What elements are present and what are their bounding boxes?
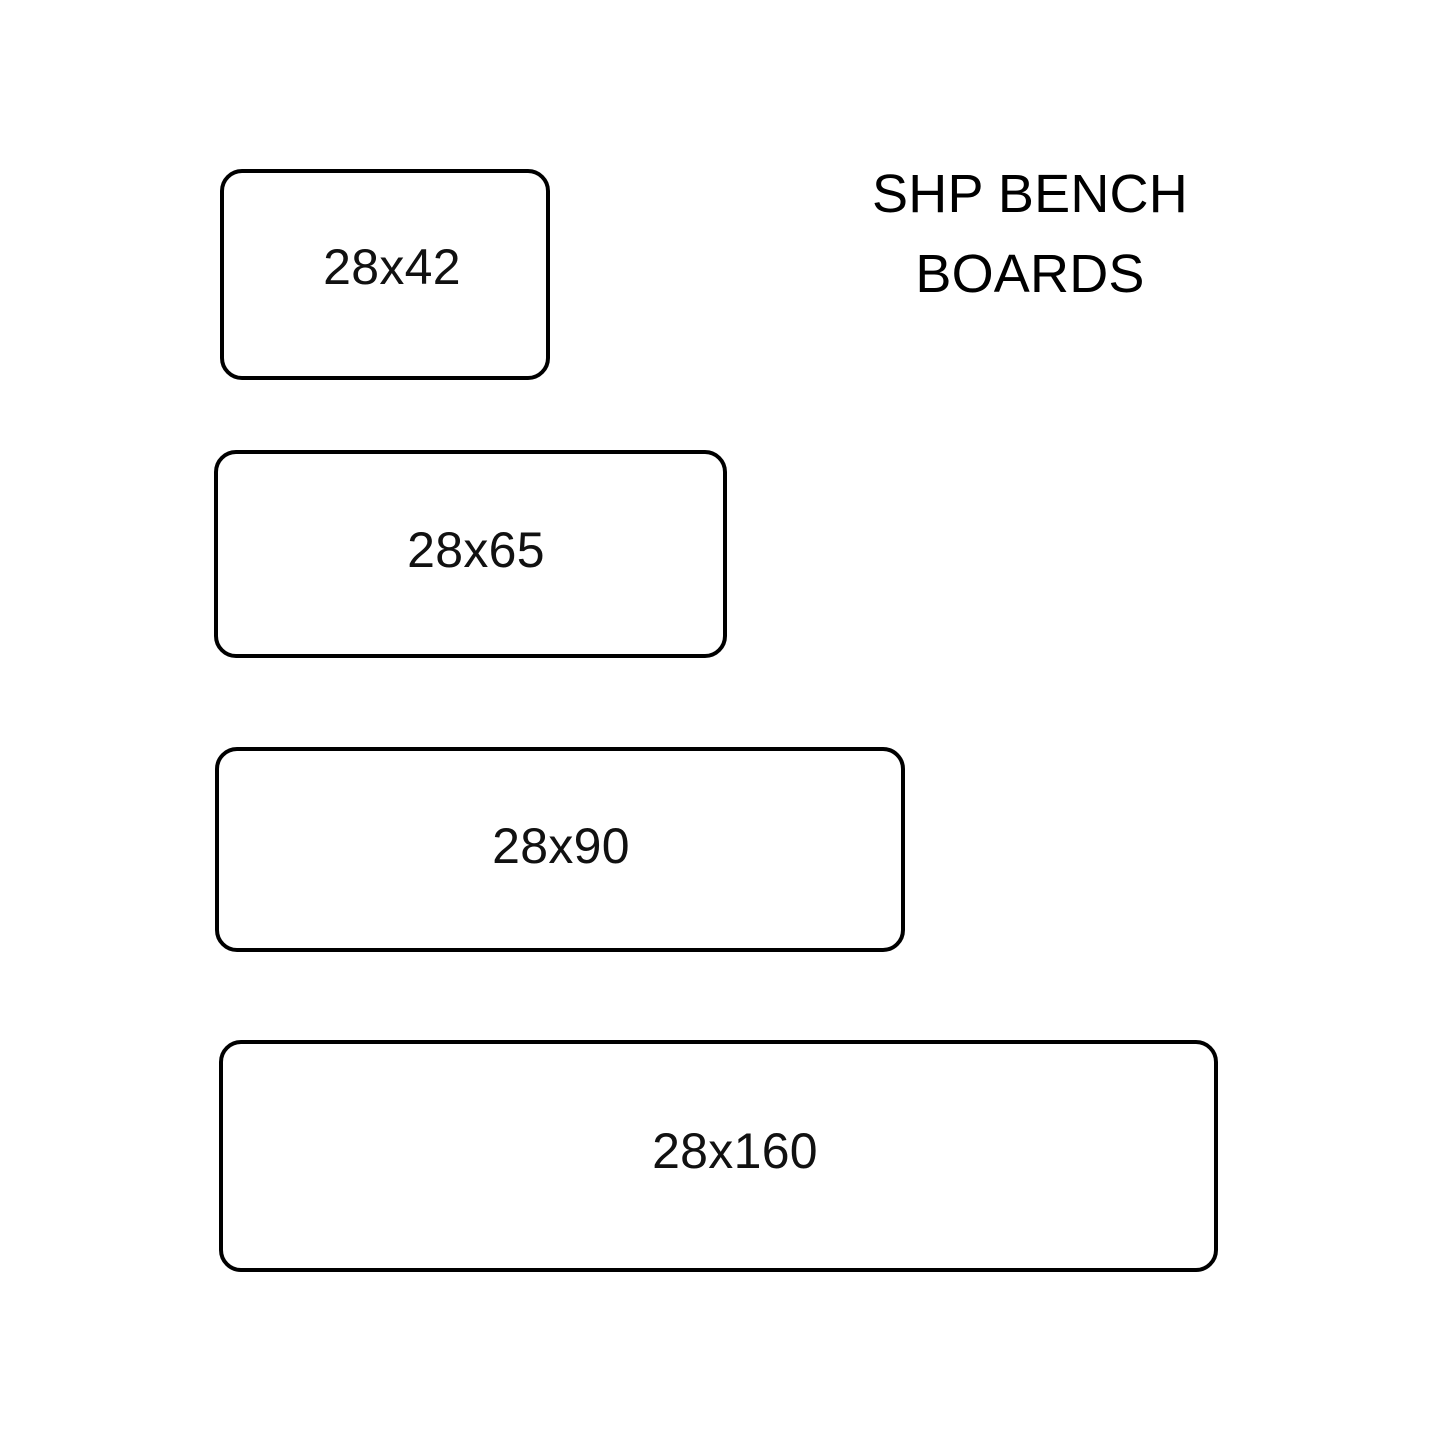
board-label-28x90: 28x90 xyxy=(492,818,630,874)
board-label-28x160: 28x160 xyxy=(652,1123,818,1179)
board-label-28x42: 28x42 xyxy=(323,239,461,295)
board-shape-28x42[interactable] xyxy=(220,169,550,380)
title-line-2: BOARDS xyxy=(915,243,1145,304)
board-shape-28x65[interactable] xyxy=(214,450,727,658)
board-shape-28x90[interactable] xyxy=(215,747,905,952)
diagram-title: SHP BENCH BOARDS xyxy=(790,155,1270,315)
board-label-28x65: 28x65 xyxy=(407,522,545,578)
board-shape-28x160[interactable] xyxy=(219,1040,1218,1272)
title-line-1: SHP BENCH xyxy=(872,164,1188,224)
